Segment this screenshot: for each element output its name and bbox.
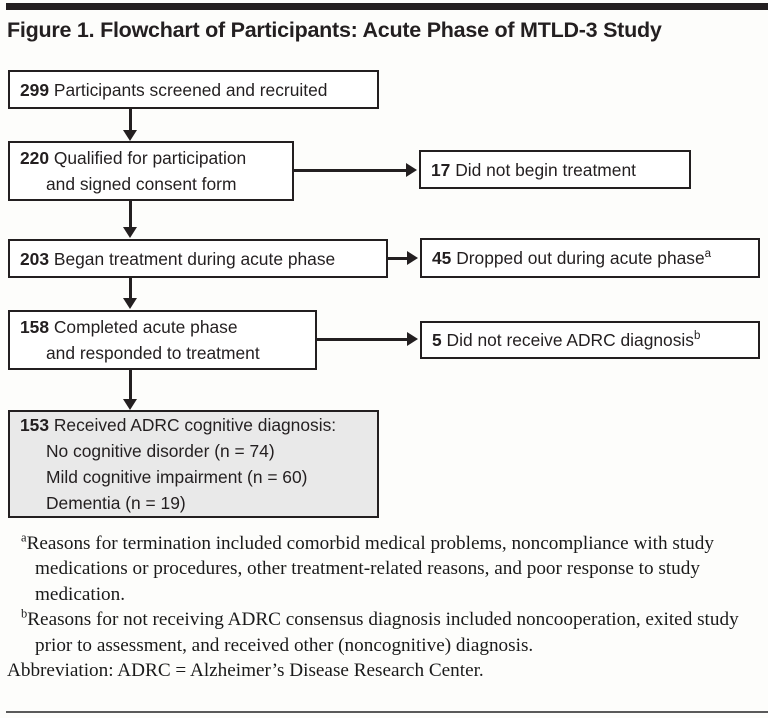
connector-completed-to-received [128, 370, 132, 400]
footnote-a-text: Reasons for termination included comorbi… [26, 533, 714, 605]
figure-title: Figure 1. Flowchart of Participants: Acu… [7, 18, 662, 42]
node-dropped-count: 45 [432, 248, 452, 268]
node-no-diagnosis-label: Did not receive ADRC diagnosis [446, 330, 694, 350]
node-received-label-1: Received ADRC cognitive diagnosis: [53, 415, 337, 435]
arrowhead-completed-to-no-diagnosis [407, 332, 418, 347]
node-received-line-4: Dementia (n = 19) [46, 493, 186, 513]
arrowhead-completed-to-received [122, 399, 137, 410]
connector-began-to-dropped [388, 256, 408, 261]
bottom-rule [6, 711, 768, 713]
footnote-b: bReasons for not receiving ADRC consensu… [7, 607, 761, 658]
arrowhead-began-to-dropped [407, 251, 418, 265]
node-qualified-line-1: 220 Qualified for participation [10, 145, 292, 171]
node-not-begin: 17 Did not begin treatment [419, 150, 691, 189]
node-completed-count: 158 [20, 317, 50, 337]
footnote-b-marker: b [21, 606, 28, 621]
arrowhead-qualified-to-began [122, 227, 137, 238]
node-began: 203 Began treatment during acute phase [8, 239, 388, 278]
node-began-line: 203 Began treatment during acute phase [10, 246, 386, 272]
node-qualified: 220 Qualified for participation and sign… [8, 141, 294, 201]
node-received-count: 153 [20, 415, 50, 435]
connector-completed-to-no-diagnosis [317, 338, 408, 342]
node-dropped-line: 45 Dropped out during acute phasea [422, 245, 758, 271]
arrowhead-screened-to-qualified [122, 130, 137, 141]
node-qualified-label-1: Qualified for participation [53, 148, 247, 168]
node-dropped: 45 Dropped out during acute phasea [420, 238, 760, 278]
arrowhead-began-to-completed [122, 298, 137, 309]
abbreviation-note: Abbreviation: ADRC = Alzheimer’s Disease… [7, 660, 484, 682]
footnote-marker-b-ref: b [693, 330, 701, 343]
node-dropped-label: Dropped out during acute phase [456, 248, 705, 268]
node-completed-line-1: 158 Completed acute phase [10, 314, 315, 340]
footnote-a-marker: a [21, 530, 27, 545]
node-screened: 299 Participants screened and recruited [8, 70, 379, 109]
connector-qualified-to-began [128, 201, 132, 229]
node-screened-line: 299 Participants screened and recruited [10, 77, 377, 103]
node-screened-count: 299 [20, 79, 50, 100]
node-received-line-2: No cognitive disorder (n = 74) [46, 441, 275, 461]
footnote-b-text: Reasons for not receiving ADRC consensus… [27, 609, 739, 656]
connector-qualified-to-not-begin [294, 169, 407, 173]
node-began-label: Began treatment during acute phase [53, 248, 336, 269]
node-not-begin-label: Did not begin treatment [455, 159, 636, 180]
node-screened-label: Participants screened and recruited [53, 79, 328, 100]
connector-began-to-completed [128, 278, 132, 300]
node-qualified-line-2: and signed consent form [46, 174, 237, 194]
node-no-diagnosis-line: 5 Did not receive ADRC diagnosisb [422, 327, 758, 353]
node-received-line-3: Mild cognitive impairment (n = 60) [46, 467, 308, 487]
connector-screened-to-qualified [128, 109, 132, 132]
node-completed-label-1: Completed acute phase [53, 317, 238, 337]
node-not-begin-line: 17 Did not begin treatment [421, 157, 689, 183]
top-rule [6, 3, 768, 10]
node-began-count: 203 [20, 248, 50, 269]
arrowhead-qualified-to-not-begin [406, 163, 417, 178]
node-no-diagnosis: 5 Did not receive ADRC diagnosisb [420, 321, 760, 359]
footnote-marker-a-ref: a [704, 248, 712, 261]
node-received: 153 Received ADRC cognitive diagnosis: N… [8, 410, 379, 518]
footnote-a: aReasons for termination included comorb… [7, 531, 761, 607]
node-completed-line-2: and responded to treatment [46, 343, 260, 363]
node-no-diagnosis-count: 5 [432, 330, 442, 350]
node-received-line-1: 153 Received ADRC cognitive diagnosis: [10, 412, 377, 438]
node-completed: 158 Completed acute phase and responded … [8, 310, 317, 370]
node-not-begin-count: 17 [431, 159, 451, 180]
footnotes-block: aReasons for termination included comorb… [7, 531, 761, 683]
node-qualified-count: 220 [20, 148, 50, 168]
